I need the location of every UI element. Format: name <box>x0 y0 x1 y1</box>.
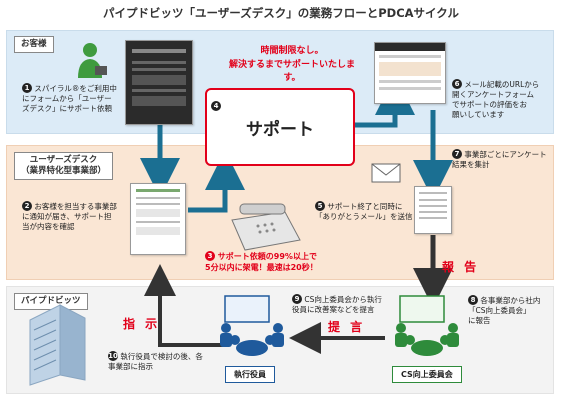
users-desk-tag: ユーザーズデスク （業界特化型事業部） <box>14 152 114 181</box>
notification-document <box>130 183 186 255</box>
step-5-text: 5 サポート終了と同時に 「ありがとうメール」を送信 <box>315 201 413 222</box>
support-note-line2: 解決するまでサポートいたします。 <box>228 59 355 84</box>
proposal-label: 提 言 <box>328 320 366 334</box>
executives-meeting-icon <box>220 295 284 356</box>
confirm-arrow <box>188 150 245 213</box>
phone-icon <box>231 203 301 251</box>
step-10-text: 10 執行役員で検討の後、各 事業部に指示 <box>108 351 203 372</box>
step-3-text: 3 サポート依頼の99%以上で 5分以内に架電！最速は20秒！ <box>205 251 318 272</box>
step-1-text: 1 スパイラル®をご利用中 にフォームから「ユーザー ズデスク」にサポート依頼 <box>22 83 117 114</box>
support-label: サポート <box>246 119 314 140</box>
support-note: 時間制限なし。 解決するまでサポートいたします。 <box>222 45 362 86</box>
cs-committee-meeting-icon <box>395 295 459 356</box>
report-label: 報 告 <box>442 260 480 274</box>
step-7-text: 7 事業部ごとにアンケート 結果を集計 <box>452 149 547 170</box>
users-desk-tag-line2: （業界特化型事業部） <box>21 166 107 177</box>
customer-tag: お客様 <box>14 36 54 54</box>
support-note-line1: 時間制限なし。 <box>260 46 324 56</box>
step-6-text: 6 メール記載のURLから 開くアンケートフォーム でサポートの評価をお 願いし… <box>452 79 540 120</box>
step-4-marker: 4 <box>211 94 221 114</box>
page-title: パイプドビッツ「ユーザーズデスク」の業務フローとPDCAサイクル <box>103 6 459 20</box>
step-2-text: 2 お客様を担当する事業部 に通知が届き、サポート担 当が内容を確認 <box>22 201 117 232</box>
step-8-text: 8 各事業部から社内 「CS向上委員会」 に報告 <box>468 295 541 326</box>
support-box: 4 サポート <box>205 88 355 166</box>
instruction-arrow <box>144 264 225 347</box>
instruction-label: 指 示 <box>123 317 161 331</box>
support-to-survey-arrow <box>355 75 415 128</box>
executives-label: 執行役員 <box>225 366 275 383</box>
step-9-text: 9 CS向上委員会から執行 役員に改善案などを提言 <box>292 294 382 315</box>
server-building-icon <box>29 304 86 386</box>
survey-form-screen <box>374 42 446 104</box>
mail-icon <box>371 163 401 183</box>
survey-results-document <box>414 186 452 234</box>
customer-form-screen <box>125 40 193 125</box>
users-desk-tag-line1: ユーザーズデスク <box>29 155 98 165</box>
cs-committee-label: CS向上委員会 <box>392 366 462 383</box>
customer-person-icon <box>78 43 107 78</box>
